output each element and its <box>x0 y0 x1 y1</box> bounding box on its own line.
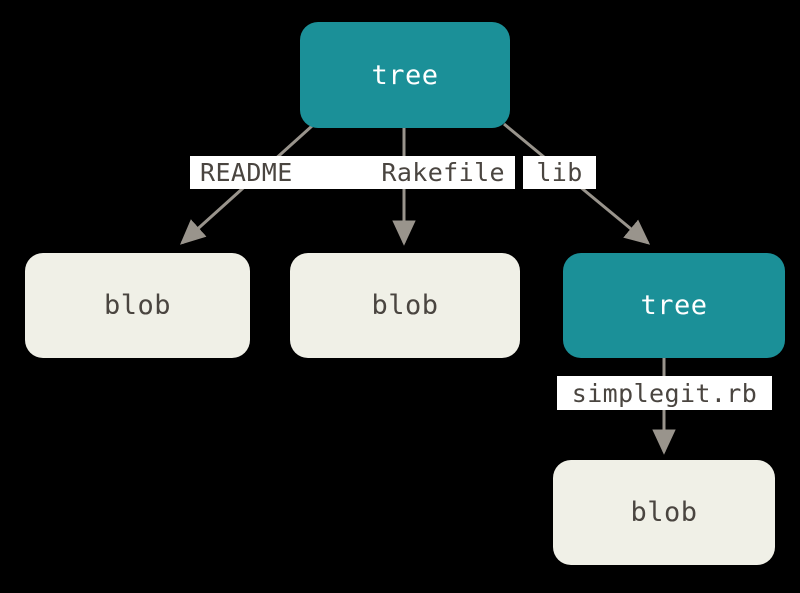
edge-label-lib-text: lib <box>536 158 583 187</box>
node-tree-root-label: tree <box>371 59 439 91</box>
node-tree-lib-label: tree <box>640 290 708 321</box>
node-blob-rakefile-label: blob <box>371 290 439 321</box>
edge-label-readme: README <box>200 158 293 187</box>
node-tree-root[interactable]: tree <box>300 22 510 128</box>
node-blob-rakefile[interactable]: blob <box>290 253 520 358</box>
edge-label-readme-rakefile: README Rakefile <box>190 156 515 189</box>
node-blob-readme-label: blob <box>103 290 172 321</box>
node-blob-simplegit[interactable]: blob <box>553 460 775 565</box>
node-blob-simplegit-label: blob <box>630 497 698 528</box>
edge-label-simplegit-text: simplegit.rb <box>571 378 758 408</box>
edge-label-rakefile: Rakefile <box>381 158 505 187</box>
edge-label-simplegit: simplegit.rb <box>557 376 772 410</box>
node-tree-lib[interactable]: tree <box>563 253 785 358</box>
node-blob-readme[interactable]: blob <box>25 253 250 358</box>
edge-label-lib: lib <box>523 156 596 189</box>
